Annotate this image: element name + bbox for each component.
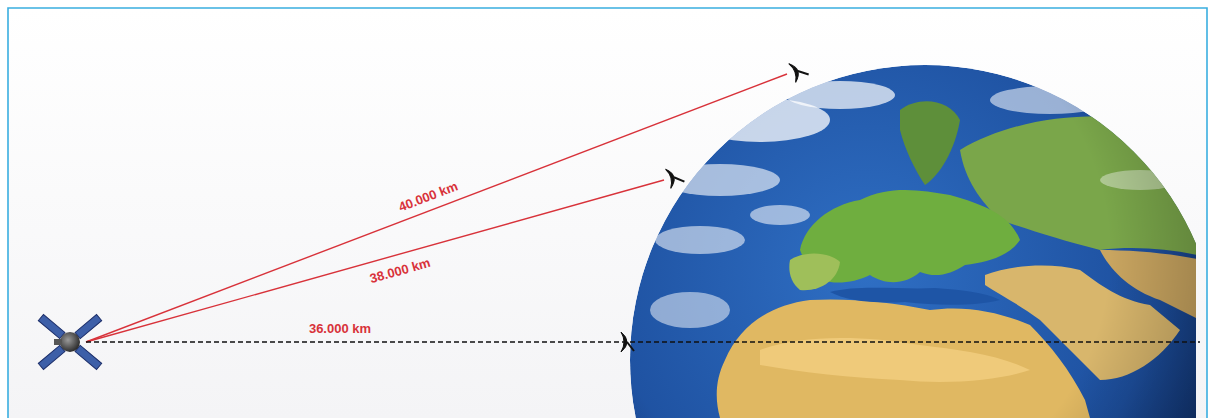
- dish-antenna: [789, 58, 810, 82]
- signal-line: [86, 180, 664, 342]
- dish-antenna: [666, 165, 686, 188]
- earth-globe: [630, 65, 1196, 418]
- satellite: [38, 315, 101, 370]
- ocean: [630, 65, 1196, 418]
- dish-antenna: [621, 332, 634, 352]
- distance-label: 36.000 km: [307, 321, 373, 336]
- frame: [8, 8, 1207, 418]
- signal-line: [86, 74, 787, 342]
- dashed-axis: [86, 341, 1200, 342]
- dish-antennas: [621, 58, 810, 352]
